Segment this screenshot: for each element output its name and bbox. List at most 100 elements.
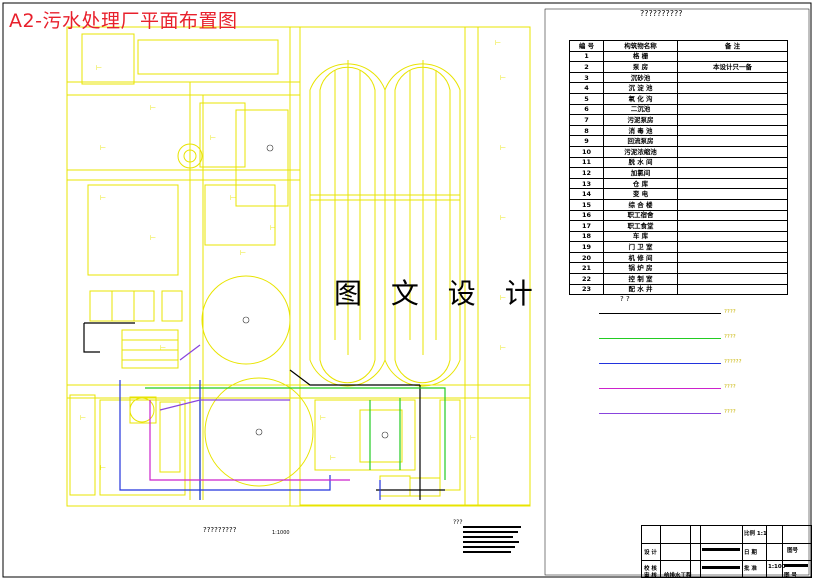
plan-caption: ?????????: [203, 526, 237, 534]
row-structure-name: 锅 炉 房: [603, 262, 678, 275]
row-number: 4: [569, 82, 604, 94]
row-number: 14: [569, 188, 604, 200]
row-number: 12: [569, 167, 604, 179]
svg-text:⊢: ⊢: [160, 344, 166, 352]
legend-label: ????: [724, 334, 736, 340]
svg-text:⊢: ⊢: [150, 104, 156, 112]
header-remark: 备 注: [677, 40, 788, 52]
note-line: [463, 541, 519, 543]
oxidation-ditch: [309, 60, 461, 387]
legend-line: [599, 313, 721, 314]
row-number: 2: [569, 61, 604, 73]
row-number: 13: [569, 177, 604, 190]
row-remark: [677, 135, 788, 147]
svg-text:⊢: ⊢: [100, 144, 106, 152]
svg-text:⊢: ⊢: [270, 224, 276, 232]
row-number: 16: [569, 209, 604, 222]
row-remark: 本设计只一备: [677, 61, 788, 73]
row-number: 11: [569, 156, 604, 169]
header-name: 构筑物名称: [603, 40, 678, 52]
row-number: 18: [569, 230, 604, 243]
svg-text:⊢: ⊢: [100, 194, 106, 202]
row-structure-name: 脱 水 间: [603, 156, 678, 169]
note-line: [463, 526, 521, 528]
row-remark: [677, 273, 788, 285]
row-remark: [677, 262, 788, 275]
pipe-black: [83, 322, 445, 500]
row-remark: [677, 251, 788, 264]
row-remark: [677, 82, 788, 94]
svg-text:⊢: ⊢: [210, 134, 216, 142]
row-structure-name: 变 电: [603, 188, 678, 200]
title-block-ratio: 比例 1:1: [744, 531, 767, 537]
row-remark: [677, 103, 788, 116]
row-structure-name: 二沉池: [603, 103, 678, 116]
row-structure-name: 沉砂池: [603, 71, 678, 84]
row-structure-name: 回流泵房: [603, 135, 678, 147]
row-structure-name: 加氯间: [603, 167, 678, 179]
secondary-clarifier-2: [204, 377, 314, 487]
row-number: 15: [569, 198, 604, 211]
row-structure-name: 污泥泵房: [603, 114, 678, 126]
pipe-green: [145, 387, 446, 500]
row-structure-name: 沉 淀 池: [603, 82, 678, 94]
row-remark: [677, 71, 788, 84]
svg-text:⊢: ⊢: [500, 144, 506, 152]
header-number: 编 号: [569, 40, 604, 52]
site-boundary: [66, 26, 531, 507]
sheet-inner-border: [544, 8, 810, 576]
row-structure-name: 门 卫 室: [603, 241, 678, 253]
svg-text:⊢: ⊢: [495, 39, 501, 47]
svg-text:⊢: ⊢: [150, 234, 156, 242]
row-remark: [677, 114, 788, 126]
title-block-bar: [702, 548, 740, 551]
title-block-project: 给排水工程: [664, 573, 692, 579]
title-block: 设 计 校 核 审 核 给排水工程 比例 1:1 图号 1:100 批 准 日 …: [641, 525, 812, 579]
building-pump-room: [89, 290, 155, 322]
title-block-sheet: 图 号: [784, 573, 797, 579]
row-number: 21: [569, 262, 604, 275]
row-number: 19: [569, 241, 604, 253]
row-remark: [677, 167, 788, 179]
table-header-row: 编 号 构筑物名称 备 注: [569, 40, 788, 52]
svg-text:⊢: ⊢: [500, 294, 506, 302]
row-number: 23: [569, 283, 604, 296]
legend-label: ????: [724, 384, 736, 390]
note-line: [463, 551, 511, 553]
row-remark: [677, 220, 788, 232]
row-structure-name: 综 合 楼: [603, 198, 678, 211]
watermark-text: 图 文 设 计: [334, 277, 543, 310]
row-number: 9: [569, 135, 604, 147]
legend-line: [599, 338, 721, 339]
row-structure-name: 氧 化 沟: [603, 92, 678, 105]
legend-label: ????: [724, 409, 736, 415]
row-structure-name: 污泥浓缩池: [603, 145, 678, 158]
svg-text:⊢: ⊢: [500, 214, 506, 222]
svg-text:⊢: ⊢: [100, 464, 106, 472]
plan-scale: 1:1000: [272, 530, 290, 536]
plant-layout: ⊢⊢⊢ ⊢⊢⊢ ⊢⊢⊢ ⊢⊢⊢ ⊢⊢⊢ ⊢⊢⊢ ⊢⊢⊢: [66, 26, 531, 507]
pipe-purple: [159, 344, 290, 411]
title-block-designer: 设 计: [644, 550, 657, 556]
building-office: [81, 33, 135, 85]
svg-text:⊢: ⊢: [80, 414, 86, 422]
row-structure-name: 配 水 井: [603, 283, 678, 296]
row-number: 3: [569, 71, 604, 84]
pipe-magenta: [149, 400, 350, 481]
